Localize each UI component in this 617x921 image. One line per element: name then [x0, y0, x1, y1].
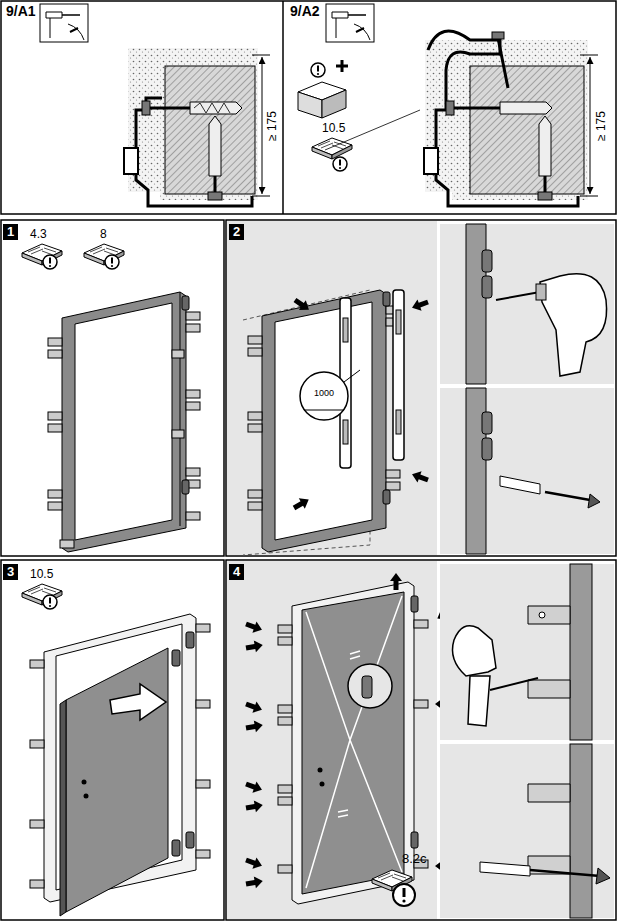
section-ref: 10.5 — [30, 568, 53, 581]
section-ref: 10.5 — [322, 122, 345, 135]
height-mark: 1000 — [313, 389, 335, 399]
dimension: ≥ 175 — [266, 111, 279, 141]
section-ref: 4.3 — [30, 228, 47, 241]
dimension: ≥ 175 — [595, 111, 608, 141]
step-number: 4 — [229, 564, 244, 580]
section-ref: 8.2c — [402, 852, 427, 866]
step-number: 3 — [3, 564, 18, 580]
step-number: 2 — [229, 224, 244, 240]
figure-id: 9/A2 — [290, 4, 320, 19]
step-number: 1 — [3, 224, 18, 240]
figure-id: 9/A1 — [6, 4, 36, 19]
section-ref: 8 — [100, 228, 107, 241]
